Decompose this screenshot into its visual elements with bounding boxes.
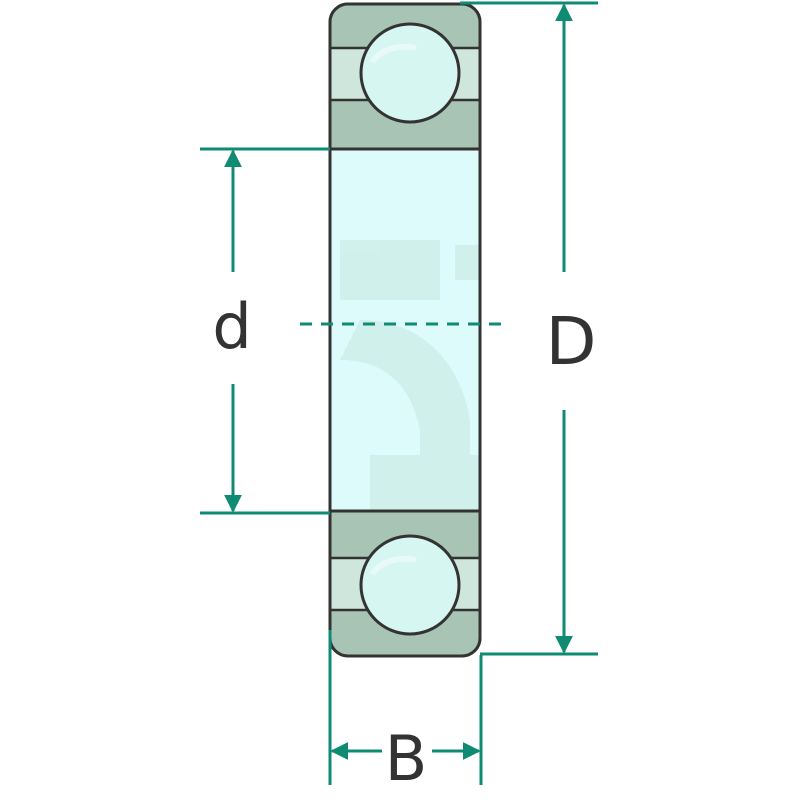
outer-diameter-dimension: D xyxy=(460,1,598,656)
B-label: B xyxy=(385,722,428,795)
inner-diameter-dimension: d xyxy=(200,147,330,515)
watermark xyxy=(340,240,480,520)
top-ball xyxy=(359,22,461,124)
bearing-body xyxy=(328,2,482,658)
d-label: d xyxy=(212,290,251,363)
width-dimension: B xyxy=(328,630,483,795)
D-label: D xyxy=(546,303,597,380)
bottom-ball xyxy=(359,534,461,636)
